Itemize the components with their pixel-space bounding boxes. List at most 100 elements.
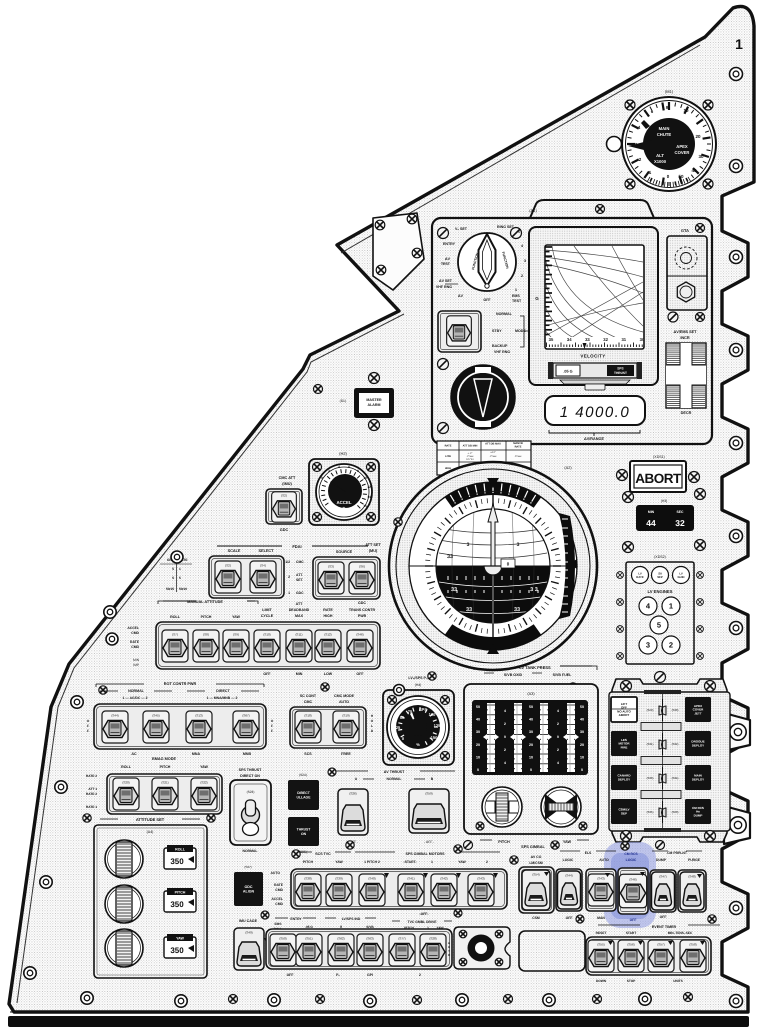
svg-text:(S7): (S7) <box>172 633 178 637</box>
svg-text:START: START <box>626 931 636 935</box>
svg-text:1: 1 <box>515 288 517 292</box>
svg-text:30: 30 <box>698 154 704 159</box>
svg-text:2: 2 <box>504 748 506 752</box>
svg-text:ATT DB MIN: ATT DB MIN <box>463 445 478 448</box>
svg-text:BMAG MODE: BMAG MODE <box>152 757 177 761</box>
svg-text:YAW: YAW <box>232 615 240 619</box>
svg-text:DECR: DECR <box>681 411 692 415</box>
svg-text:LOGIC: LOGIC <box>626 858 637 862</box>
svg-text:T: T <box>448 949 450 953</box>
svg-text:FUNCTION: FUNCTION <box>501 251 510 269</box>
svg-text:350: 350 <box>170 946 184 955</box>
svg-text:(S29): (S29) <box>647 708 654 712</box>
svg-text:OFF: OFF <box>483 298 491 302</box>
svg-text:-START-: -START- <box>403 860 416 864</box>
svg-text:GDC: GDC <box>245 885 253 889</box>
svg-text:JETT: JETT <box>694 711 702 715</box>
svg-text:L: L <box>371 724 373 728</box>
svg-text:100: 100 <box>429 712 436 717</box>
svg-text:± .2°: ± .2° <box>468 452 473 455</box>
svg-text:DIRECT ON: DIRECT ON <box>240 774 260 778</box>
svg-text:YAW: YAW <box>437 926 444 930</box>
svg-text:ΔV: ΔV <box>458 294 464 298</box>
svg-text:CMC: CMC <box>304 700 313 704</box>
svg-text:RESET: RESET <box>596 931 607 935</box>
svg-text:SPS GIMBAL MOTORS: SPS GIMBAL MOTORS <box>405 852 445 856</box>
svg-text:RATE 1: RATE 1 <box>86 805 97 809</box>
svg-text:(S6): (S6) <box>359 565 365 569</box>
svg-text:ENTRY: ENTRY <box>443 242 456 246</box>
svg-text:DEPLOY: DEPLOY <box>692 743 704 747</box>
svg-text:ALIGN: ALIGN <box>243 889 255 893</box>
svg-text:SOURCE: SOURCE <box>336 550 353 554</box>
svg-text:NORMAL: NORMAL <box>128 689 145 693</box>
svg-text:DROGUE: DROGUE <box>691 740 704 744</box>
svg-text:32: 32 <box>603 337 608 342</box>
svg-text:.05 G: .05 G <box>305 925 313 929</box>
svg-text:(H4): (H4) <box>415 683 422 687</box>
svg-text:S/VB: S/VB <box>366 925 374 929</box>
svg-text:10: 10 <box>683 108 689 113</box>
svg-text:- OFF -: - OFF - <box>424 840 434 844</box>
svg-text:ENTRY: ENTRY <box>290 917 302 921</box>
svg-text:15: 15 <box>363 504 367 508</box>
svg-text:F: F <box>87 729 89 733</box>
svg-text:FREE: FREE <box>341 752 351 756</box>
svg-text:0: 0 <box>667 174 670 179</box>
svg-text:AC: AC <box>131 752 137 756</box>
svg-text:CM RCS: CM RCS <box>692 806 704 810</box>
svg-text:NORMAL: NORMAL <box>243 849 258 853</box>
svg-text:(S57): (S57) <box>657 943 664 947</box>
svg-text:AUTO: AUTO <box>599 858 609 862</box>
svg-text:31: 31 <box>621 337 626 342</box>
svg-text:(S63): (S63) <box>366 937 373 941</box>
svg-text:ΔV THRUST: ΔV THRUST <box>384 770 405 774</box>
svg-text:ON: ON <box>301 832 307 836</box>
svg-text:ALT: ALT <box>656 153 664 158</box>
svg-text:10: 10 <box>363 476 367 480</box>
svg-text:30: 30 <box>640 337 645 342</box>
svg-text:MASTER: MASTER <box>366 398 382 402</box>
svg-text:(S33): (S33) <box>647 776 654 780</box>
svg-text:ROLL: ROLL <box>170 615 181 619</box>
svg-text:ΔV: ΔV <box>445 257 451 261</box>
svg-text:0.5 °/hr: 0.5 °/hr <box>466 458 474 461</box>
svg-text:50: 50 <box>678 174 684 179</box>
svg-text:1: 1 <box>288 591 290 595</box>
svg-text:50: 50 <box>400 715 405 720</box>
svg-text:RATE: RATE <box>130 640 140 644</box>
svg-text:5: 5 <box>172 576 174 580</box>
svg-text:TEST: TEST <box>441 262 451 266</box>
svg-text:MIN: MIN <box>648 510 655 514</box>
svg-text:MIN: MIN <box>133 658 140 662</box>
svg-text:DEPLOY: DEPLOY <box>692 777 704 781</box>
svg-text:2: 2 <box>521 274 523 278</box>
svg-text:(S12): (S12) <box>324 633 331 637</box>
svg-text:(S54): (S54) <box>532 873 539 877</box>
svg-text:MAN: MAN <box>597 916 605 920</box>
svg-text:4: 4 <box>338 465 340 469</box>
svg-text:RATE: RATE <box>515 446 522 449</box>
svg-text:(S11): (S11) <box>295 633 302 637</box>
svg-text:SCS TVC: SCS TVC <box>315 852 331 856</box>
svg-text:.5°/sec: .5°/sec <box>514 455 522 458</box>
svg-text:75: 75 <box>408 709 413 714</box>
svg-text:IMP: IMP <box>133 663 139 667</box>
svg-text:0: 0 <box>507 562 510 567</box>
svg-text:NORMAL: NORMAL <box>496 312 513 316</box>
svg-text:50/15: 50/15 <box>166 587 174 591</box>
svg-text:D: D <box>371 729 374 733</box>
svg-text:MAX: MAX <box>295 614 304 618</box>
svg-text:PITCH: PITCH <box>175 891 186 895</box>
svg-text:(S43): (S43) <box>477 877 484 881</box>
svg-text:LOW: LOW <box>445 455 451 458</box>
svg-text:(S2): (S2) <box>281 494 287 498</box>
svg-text:PITCH: PITCH <box>303 860 314 864</box>
svg-text:(S10): (S10) <box>263 633 270 637</box>
svg-text:2: 2 <box>288 575 290 579</box>
svg-text:X1000: X1000 <box>654 159 667 164</box>
svg-text:DOWN: DOWN <box>596 979 607 983</box>
svg-text:F: F <box>87 724 89 728</box>
svg-text:ΔV/RANGE: ΔV/RANGE <box>584 437 604 441</box>
svg-text:(S9): (S9) <box>233 633 239 637</box>
